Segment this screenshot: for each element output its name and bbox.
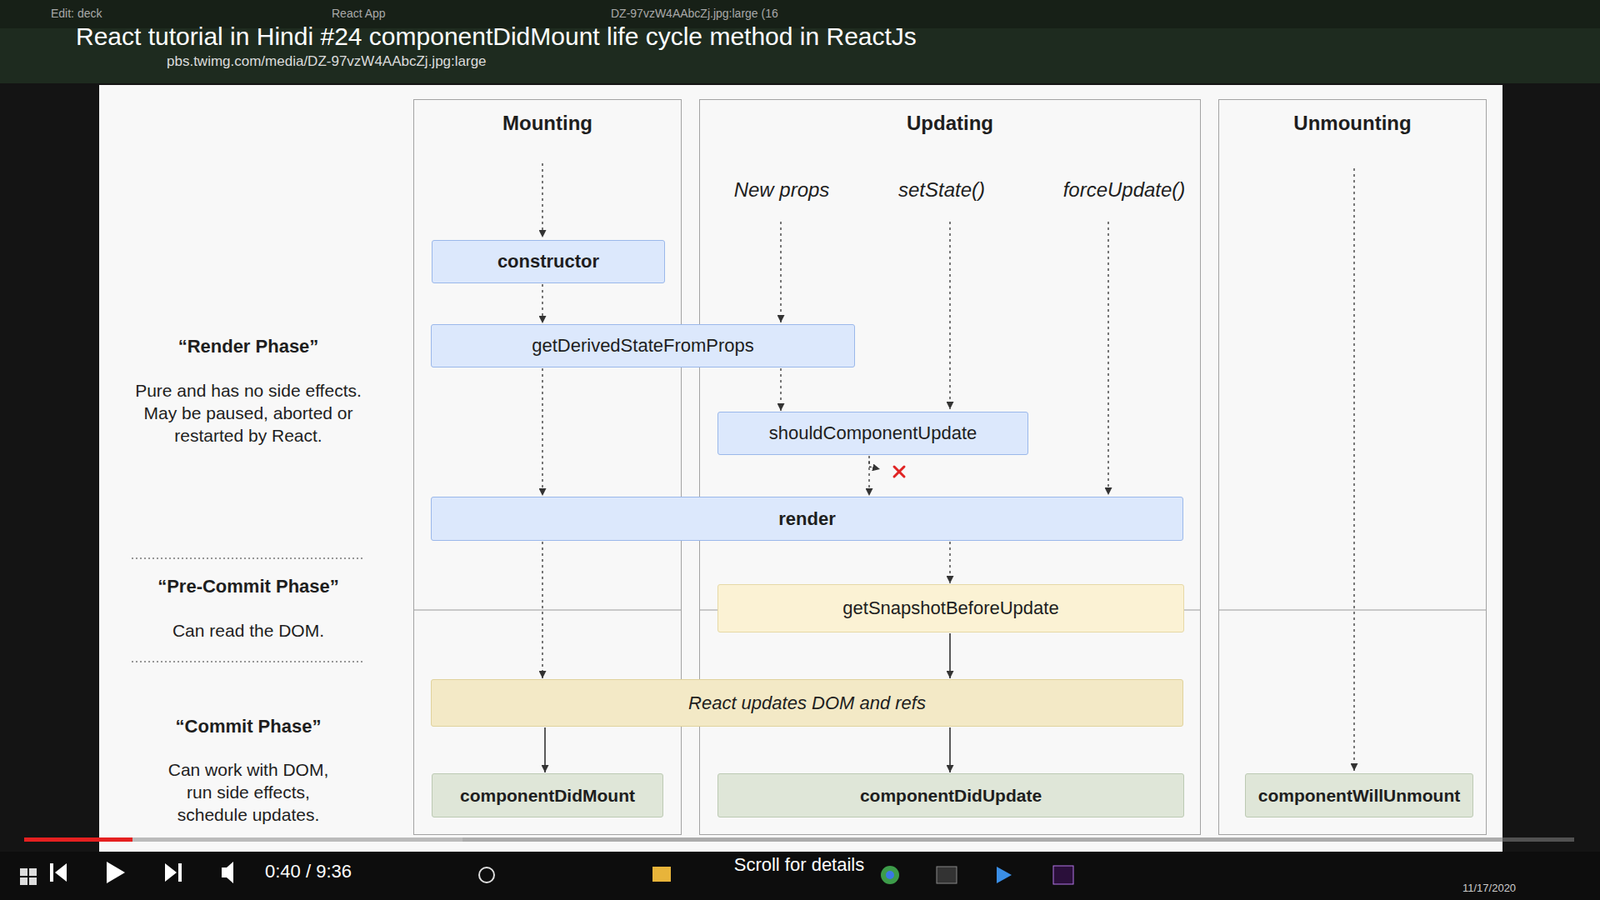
premiere-icon <box>1053 865 1074 885</box>
phase-separators <box>131 558 365 662</box>
dotted-separator <box>131 557 365 559</box>
player-hint: Scroll for details <box>674 853 925 877</box>
vscode-icon <box>996 866 1012 884</box>
phase-heading: “Render Phase” <box>123 335 374 359</box>
folder-icon <box>652 866 671 882</box>
phase-heading: “Pre-Commit Phase” <box>123 575 374 599</box>
progress-buffer <box>24 837 463 842</box>
video-time: 0:40 / 9:36 <box>265 860 352 884</box>
volume-icon <box>221 861 234 884</box>
flow-connector <box>949 541 950 584</box>
video-title: React tutorial in Hindi #24 componentDid… <box>75 22 917 51</box>
taskbar <box>0 851 1600 900</box>
skip-branch <box>869 460 880 470</box>
phase-note: Can work with DOM, run side effects, sch… <box>156 759 340 827</box>
logo-square <box>29 877 37 885</box>
commit-method-box: componentWillUnmount <box>1245 773 1474 818</box>
trigger-label: setState() <box>850 177 1034 204</box>
progress-played <box>24 837 133 842</box>
chrome-icon-center <box>885 870 895 880</box>
logo-square <box>29 868 37 876</box>
browser-tab-title: Edit: deck <box>50 6 102 22</box>
flow-connector <box>949 727 951 773</box>
phase-heading: “Commit Phase” <box>123 715 374 739</box>
terminal-icon <box>936 866 957 884</box>
slide-panel <box>99 85 1503 852</box>
props-lead-line <box>780 221 781 323</box>
method-name: constructor <box>497 250 600 273</box>
cross-stroke <box>894 466 905 477</box>
flow-connector <box>780 368 781 411</box>
precommit-method-box: getSnapshotBeforeUpdate <box>717 584 1185 633</box>
browser-bar <box>0 0 1600 84</box>
render-method-box: getDerivedStateFromProps <box>430 324 855 368</box>
flow-connector <box>949 633 951 679</box>
column-heading: Mounting <box>502 111 593 135</box>
forceupdate-lead-line <box>1107 221 1109 495</box>
method-name: componentDidMount <box>460 785 635 806</box>
phase-note: Can read the DOM. <box>123 620 374 643</box>
render-method-box: render <box>430 496 1184 541</box>
browser-tab-title: DZ-97vzW4AAbcZj.jpg:large (16 <box>610 6 779 22</box>
windows-logo <box>20 868 37 885</box>
logo-square <box>20 868 28 876</box>
phase-note: Pure and has no side effects. May be pau… <box>119 380 378 448</box>
commit-method-box: componentDidMount <box>431 773 664 818</box>
trigger-label: forceUpdate() <box>1032 177 1216 204</box>
browser-tab-title: React App <box>331 6 386 22</box>
flow-connector <box>541 541 543 679</box>
player-controls <box>50 861 234 884</box>
unmount-lead-line <box>1353 168 1355 771</box>
chrome-icon <box>880 865 900 885</box>
render-method-box: shouldComponentUpdate <box>717 411 1029 455</box>
clock-date: 11/17/2020 <box>1462 881 1516 896</box>
column-divider <box>413 609 682 610</box>
setstate-lead-line <box>949 221 950 410</box>
trigger-label: New props <box>690 177 874 204</box>
method-name: getSnapshotBeforeUpdate <box>842 597 1059 620</box>
logo-square <box>20 877 28 885</box>
cancel-cross <box>894 466 905 477</box>
flow-connector <box>544 727 546 773</box>
mount-lead-line <box>541 163 543 238</box>
play-icon <box>106 861 125 884</box>
column-heading: Unmounting <box>1293 111 1411 135</box>
method-name: componentWillUnmount <box>1258 785 1460 806</box>
dotted-separator <box>131 660 365 662</box>
cortana-icon <box>479 867 495 883</box>
method-name: React updates DOM and refs <box>688 692 926 715</box>
flow-connector <box>541 368 543 496</box>
method-name: getDerivedStateFromProps <box>531 335 755 357</box>
flow-connector <box>541 284 543 324</box>
cross-stroke <box>894 466 905 477</box>
lifecycle-column: Unmounting componentWillUnmount <box>1218 99 1487 835</box>
progress-track <box>24 837 1575 842</box>
commit-method-box: componentDidUpdate <box>717 773 1185 818</box>
address-url: pbs.twimg.com/media/DZ-97vzW4AAbcZj.jpg:… <box>166 52 487 71</box>
method-name: render <box>778 508 835 530</box>
column-divider <box>1218 609 1487 610</box>
method-name: componentDidUpdate <box>860 785 1042 806</box>
column-heading: Updating <box>906 111 994 135</box>
dom-update-box: React updates DOM and refs <box>430 679 1184 727</box>
method-name: shouldComponentUpdate <box>769 422 978 445</box>
previous-icon <box>50 863 67 882</box>
flow-connector <box>868 455 870 496</box>
render-method-box: constructor <box>431 240 665 284</box>
next-icon <box>165 863 182 882</box>
